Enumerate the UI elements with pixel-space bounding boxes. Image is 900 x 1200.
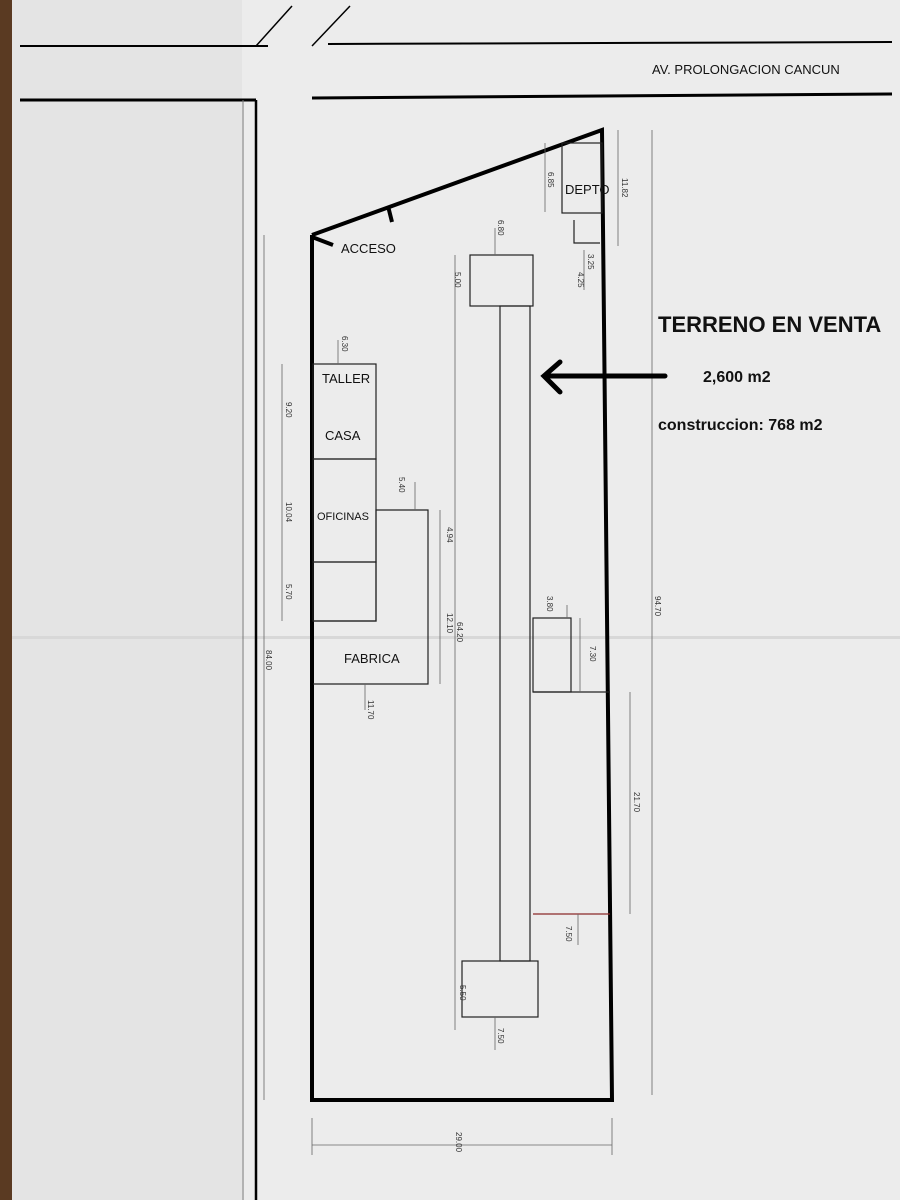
dim-7-50-b: 7.50	[496, 1028, 505, 1044]
dim-3-80: 3.80	[545, 596, 554, 612]
dim-94-70: 94.70	[653, 596, 662, 617]
dim-3-25: 3.25	[586, 254, 595, 270]
area-construccion: construccion: 768 m2	[658, 417, 823, 434]
label-fabrica: FABRICA	[344, 651, 400, 666]
dim-6-80: 6.80	[496, 220, 505, 236]
lot-boundary	[310, 127, 615, 1102]
dimension-lines	[263, 130, 653, 1155]
dim-5-50: 5.50	[458, 985, 467, 1001]
dim-7-30: 7.30	[588, 646, 597, 662]
paper-shade-left	[12, 0, 242, 1200]
dim-29-00: 29.00	[454, 1132, 463, 1153]
building-fabrica	[313, 509, 429, 685]
dim-4-25: 4.25	[576, 272, 585, 288]
area-total: 2,600 m2	[703, 369, 771, 386]
dim-11-70: 11.70	[366, 700, 375, 720]
street-name: AV. PROLONGACION CANCUN	[652, 62, 840, 77]
dim-6-85: 6.85	[546, 172, 555, 188]
dim-7-50-a: 7.50	[564, 926, 573, 942]
arrow-icon	[540, 359, 668, 395]
label-acceso: ACCESO	[341, 241, 396, 256]
paper-fold-line	[12, 636, 900, 639]
dim-10-04: 10.04	[284, 502, 293, 523]
dim-84-00: 84.00	[264, 650, 273, 671]
label-depto: DEPTO	[565, 182, 610, 197]
building-bottom-square	[461, 960, 539, 1018]
dim-6-30: 6.30	[340, 336, 349, 352]
dim-5-70: 5.70	[284, 584, 293, 600]
buildings	[312, 142, 610, 1018]
dim-5-00: 5.00	[453, 272, 462, 288]
dim-11-82: 11.82	[620, 178, 629, 198]
dim-5-40: 5.40	[397, 477, 406, 493]
headline-terreno-en-venta: TERRENO EN VENTA	[658, 312, 881, 337]
dim-9-20: 9.20	[284, 402, 293, 418]
dim-64-20: 64.20	[455, 622, 464, 643]
label-casa: CASA	[325, 428, 361, 443]
building-depto	[561, 142, 603, 214]
label-taller: TALLER	[322, 371, 370, 386]
street-lines	[20, 5, 893, 1200]
dim-4-94: 4.94	[445, 527, 454, 543]
dim-12-10: 12.10	[445, 613, 454, 634]
label-oficinas: OFICINAS	[317, 511, 369, 523]
dim-21-70: 21.70	[632, 792, 641, 813]
